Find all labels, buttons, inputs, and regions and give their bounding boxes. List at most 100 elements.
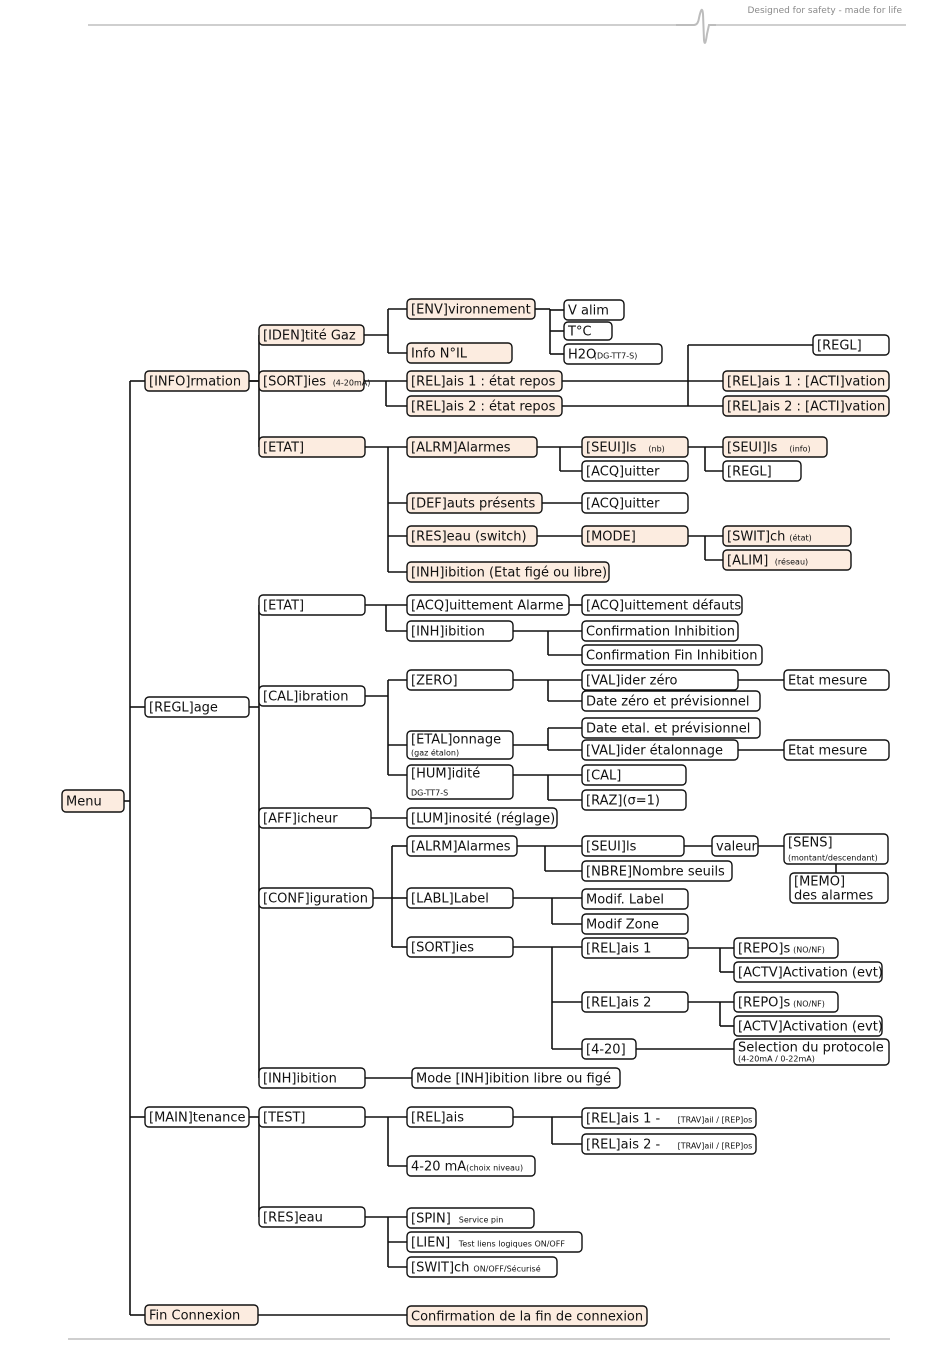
menu-node-box <box>722 525 852 547</box>
menu-node-lien[interactable]: [LIEN]Test liens logiques ON/OFF <box>406 1231 583 1253</box>
menu-node-fin[interactable]: Fin Connexion <box>144 1304 259 1326</box>
menu-node-label: [INFO]rmation <box>149 375 241 390</box>
menu-node-label: Selection du protocole <box>738 1041 884 1056</box>
menu-node-label: [CONF]iguration <box>263 892 368 907</box>
menu-node-repo2[interactable]: [REPO]s(NO/NF) <box>733 991 839 1013</box>
menu-node-labl[interactable]: [LABL]Label <box>406 887 514 909</box>
menu-node-spin[interactable]: [SPIN]Service pin <box>406 1207 535 1229</box>
menu-node-inh1[interactable]: [INH]ibition (Etat figé ou libre) <box>406 561 610 583</box>
menu-node-valzero[interactable]: [VAL]ider zéro <box>581 669 739 691</box>
menu-node-regltop[interactable]: [REGL] <box>812 334 890 356</box>
menu-node-valetal[interactable]: [VAL]ider étalonnage <box>581 739 739 761</box>
menu-node-label: [REL]ais 1 : [ACTI]vation <box>727 375 885 390</box>
menu-node-cal2[interactable]: [CAL] <box>581 764 687 786</box>
menu-node-modeinh[interactable]: Mode [INH]ibition libre ou figé <box>411 1067 621 1089</box>
menu-node-lum[interactable]: [LUM]inosité (réglage) <box>406 807 558 829</box>
menu-node-etatmesure2[interactable]: Etat mesure <box>783 739 890 761</box>
menu-node-label: [LUM]inosité (réglage) <box>411 812 555 827</box>
menu-node-repo1[interactable]: [REPO]s(NO/NF) <box>733 937 839 959</box>
menu-node-relais2[interactable]: [REL]ais 2 <box>581 991 689 1013</box>
menu-node-rel1repos[interactable]: [REL]ais 1 : état repos <box>406 370 563 392</box>
menu-node-acqdefauts[interactable]: [ACQ]uittement défauts <box>581 594 743 616</box>
menu-nodes: Menu [INFO]rmation [IDEN]tité Gaz [ENV]viro… <box>61 298 890 1327</box>
menu-node-nbre[interactable]: [NBRE]Nombre seuils <box>581 860 733 882</box>
menu-node-env[interactable]: [ENV]vironnement <box>406 298 536 320</box>
menu-node-sorties[interactable]: [SORT]ies(4-20mA) <box>258 370 370 392</box>
menu-node-box <box>581 460 689 482</box>
menu-node-seuils3[interactable]: [SEUI]ls <box>581 835 685 857</box>
menu-node-inh3[interactable]: [INH]ibition <box>258 1067 366 1089</box>
menu-node-confinh[interactable]: Confirmation Inhibition <box>581 620 739 642</box>
menu-node-zero[interactable]: [ZERO] <box>406 669 514 691</box>
menu-node-actv2[interactable]: [ACTV]Activation (evt) <box>733 1015 883 1037</box>
menu-node-sort2[interactable]: [SORT]ies <box>406 936 514 958</box>
menu-node-inh2[interactable]: [INH]ibition <box>406 620 514 642</box>
menu-node-menu[interactable]: Menu <box>61 789 125 813</box>
menu-node-etat2[interactable]: [ETAT] <box>258 594 366 616</box>
menu-node-rel1trav[interactable]: [REL]ais 1 -[TRAV]ail / [REP]os <box>581 1107 757 1129</box>
menu-node-identite[interactable]: [IDEN]tité Gaz <box>258 324 365 346</box>
menu-node-valim[interactable]: V alim <box>563 299 625 321</box>
menu-node-label: [REGL] <box>817 339 862 354</box>
menu-node-sublabel: [TRAV]ail / [REP]os <box>678 1116 753 1125</box>
menu-node-infonil[interactable]: Info N°IL <box>406 342 513 364</box>
menu-node-relais1[interactable]: [REL]ais 1 <box>581 937 689 959</box>
menu-node-acqalarme[interactable]: [ACQ]uittement Alarme <box>406 594 570 616</box>
menu-node-ma420[interactable]: 4-20 mA(choix niveau) <box>406 1155 536 1177</box>
menu-node-etatmesure1[interactable]: Etat mesure <box>783 669 890 691</box>
menu-node-box <box>406 1106 514 1128</box>
menu-node-regl2[interactable]: [REGL] <box>722 460 802 482</box>
menu-node-conf[interactable]: [CONF]iguration <box>258 887 374 909</box>
menu-node-alim[interactable]: [ALIM](réseau) <box>722 549 852 571</box>
menu-node-alrm1[interactable]: [ALRM]Alarmes <box>406 436 538 458</box>
menu-node-cal[interactable]: [CAL]ibration <box>258 685 366 707</box>
menu-node-h2o[interactable]: H2O(DG-TT7-S) <box>563 343 663 365</box>
menu-node-datezero[interactable]: Date zéro et prévisionnel <box>581 690 761 712</box>
menu-node-info[interactable]: [INFO]rmation <box>144 370 250 392</box>
menu-node-mode[interactable]: [MODE] <box>581 525 689 547</box>
menu-node-dateetal[interactable]: Date etal. et prévisionnel <box>581 717 761 739</box>
menu-node-switch1[interactable]: [SWIT]ch(état) <box>722 525 852 547</box>
menu-node-etat1[interactable]: [ETAT] <box>258 436 366 458</box>
menu-node-memo[interactable]: [MEMO]des alarmes <box>789 872 889 904</box>
menu-node-relais3[interactable]: [REL]ais <box>406 1106 514 1128</box>
menu-node-modiflabel[interactable]: Modif. Label <box>581 888 689 910</box>
menu-node-c420[interactable]: [4-20] <box>581 1038 637 1060</box>
menu-node-seuils2[interactable]: [SEUI]ls(info) <box>722 436 828 458</box>
menu-node-valeur[interactable]: valeur <box>711 835 759 857</box>
menu-node-label: [CAL] <box>586 769 621 784</box>
menu-node-label: Menu <box>66 795 102 810</box>
menu-node-box <box>258 1106 366 1128</box>
menu-node-rel2trav[interactable]: [REL]ais 2 -[TRAV]ail / [REP]os <box>581 1133 757 1155</box>
menu-node-acq2[interactable]: [ACQ]uitter <box>581 492 689 514</box>
menu-node-selproto[interactable]: Selection du protocole(4-20mA / 0-22mA) <box>733 1038 890 1066</box>
menu-node-def[interactable]: [DEF]auts présents <box>406 492 543 514</box>
menu-node-regl[interactable]: [REGL]age <box>144 696 250 718</box>
menu-node-label: [REL]ais 2 : [ACTI]vation <box>727 400 885 415</box>
menu-node-label: [MAIN]tenance <box>149 1111 246 1126</box>
menu-node-raz[interactable]: [RAZ](σ=1) <box>581 789 687 811</box>
menu-node-rel2acti[interactable]: [REL]ais 2 : [ACTI]vation <box>722 395 890 417</box>
menu-node-rel2repos[interactable]: [REL]ais 2 : état repos <box>406 395 563 417</box>
menu-node-etal[interactable]: [ETAL]onnage(gaz étalon) <box>406 730 514 760</box>
menu-node-reseau1[interactable]: [RES]eau (switch) <box>406 525 538 547</box>
menu-node-modifzone[interactable]: Modif Zone <box>581 913 689 935</box>
menu-node-actv1[interactable]: [ACTV]Activation (evt) <box>733 961 883 983</box>
menu-node-tc[interactable]: T°C <box>563 321 613 341</box>
menu-node-sens[interactable]: [SENS](montant/descendant) <box>783 833 889 865</box>
menu-node-aff[interactable]: [AFF]icheur <box>258 807 372 829</box>
menu-node-sublabel: (état) <box>789 533 811 543</box>
menu-node-conffininh[interactable]: Confirmation Fin Inhibition <box>581 644 763 666</box>
menu-node-seuils1[interactable]: [SEUI]ls(nb) <box>581 436 689 458</box>
menu-node-main[interactable]: [MAIN]tenance <box>144 1106 250 1128</box>
menu-node-alrm2[interactable]: [ALRM]Alarmes <box>406 835 518 857</box>
menu-node-sublabel: [TRAV]ail / [REP]os <box>678 1142 753 1151</box>
menu-node-acq1[interactable]: [ACQ]uitter <box>581 460 689 482</box>
menu-node-confin[interactable]: Confirmation de la fin de connexion <box>406 1305 648 1327</box>
menu-node-rel1acti[interactable]: [REL]ais 1 : [ACTI]vation <box>722 370 890 392</box>
menu-node-box <box>258 685 366 707</box>
menu-node-test[interactable]: [TEST] <box>258 1106 366 1128</box>
menu-node-reseau2[interactable]: [RES]eau <box>258 1206 366 1228</box>
